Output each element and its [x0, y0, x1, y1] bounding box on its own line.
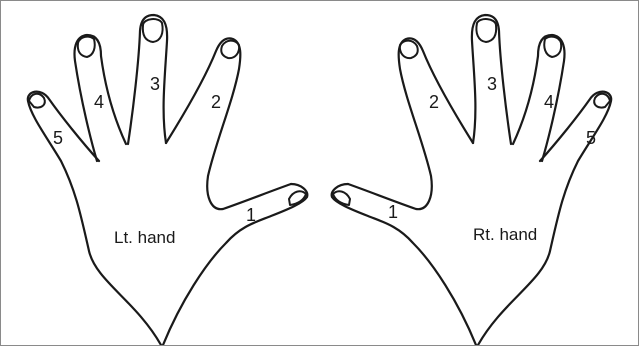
left-finger-2-label: 2	[211, 93, 221, 111]
right-finger-3-label: 3	[487, 75, 497, 93]
left-hand-drawing	[28, 15, 307, 345]
left-finger-1-label: 1	[246, 206, 256, 224]
right-finger-5-label: 5	[586, 129, 596, 147]
left-finger-4-label: 4	[94, 93, 104, 111]
right-finger-4-label: 4	[544, 93, 554, 111]
right-finger-2-label: 2	[429, 93, 439, 111]
right-hand-label: Rt. hand	[473, 226, 537, 243]
right-finger-1-label: 1	[388, 203, 398, 221]
left-hand-label: Lt. hand	[114, 229, 175, 246]
left-finger-3-label: 3	[150, 75, 160, 93]
left-finger-5-label: 5	[53, 129, 63, 147]
right-hand-drawing	[332, 15, 611, 345]
